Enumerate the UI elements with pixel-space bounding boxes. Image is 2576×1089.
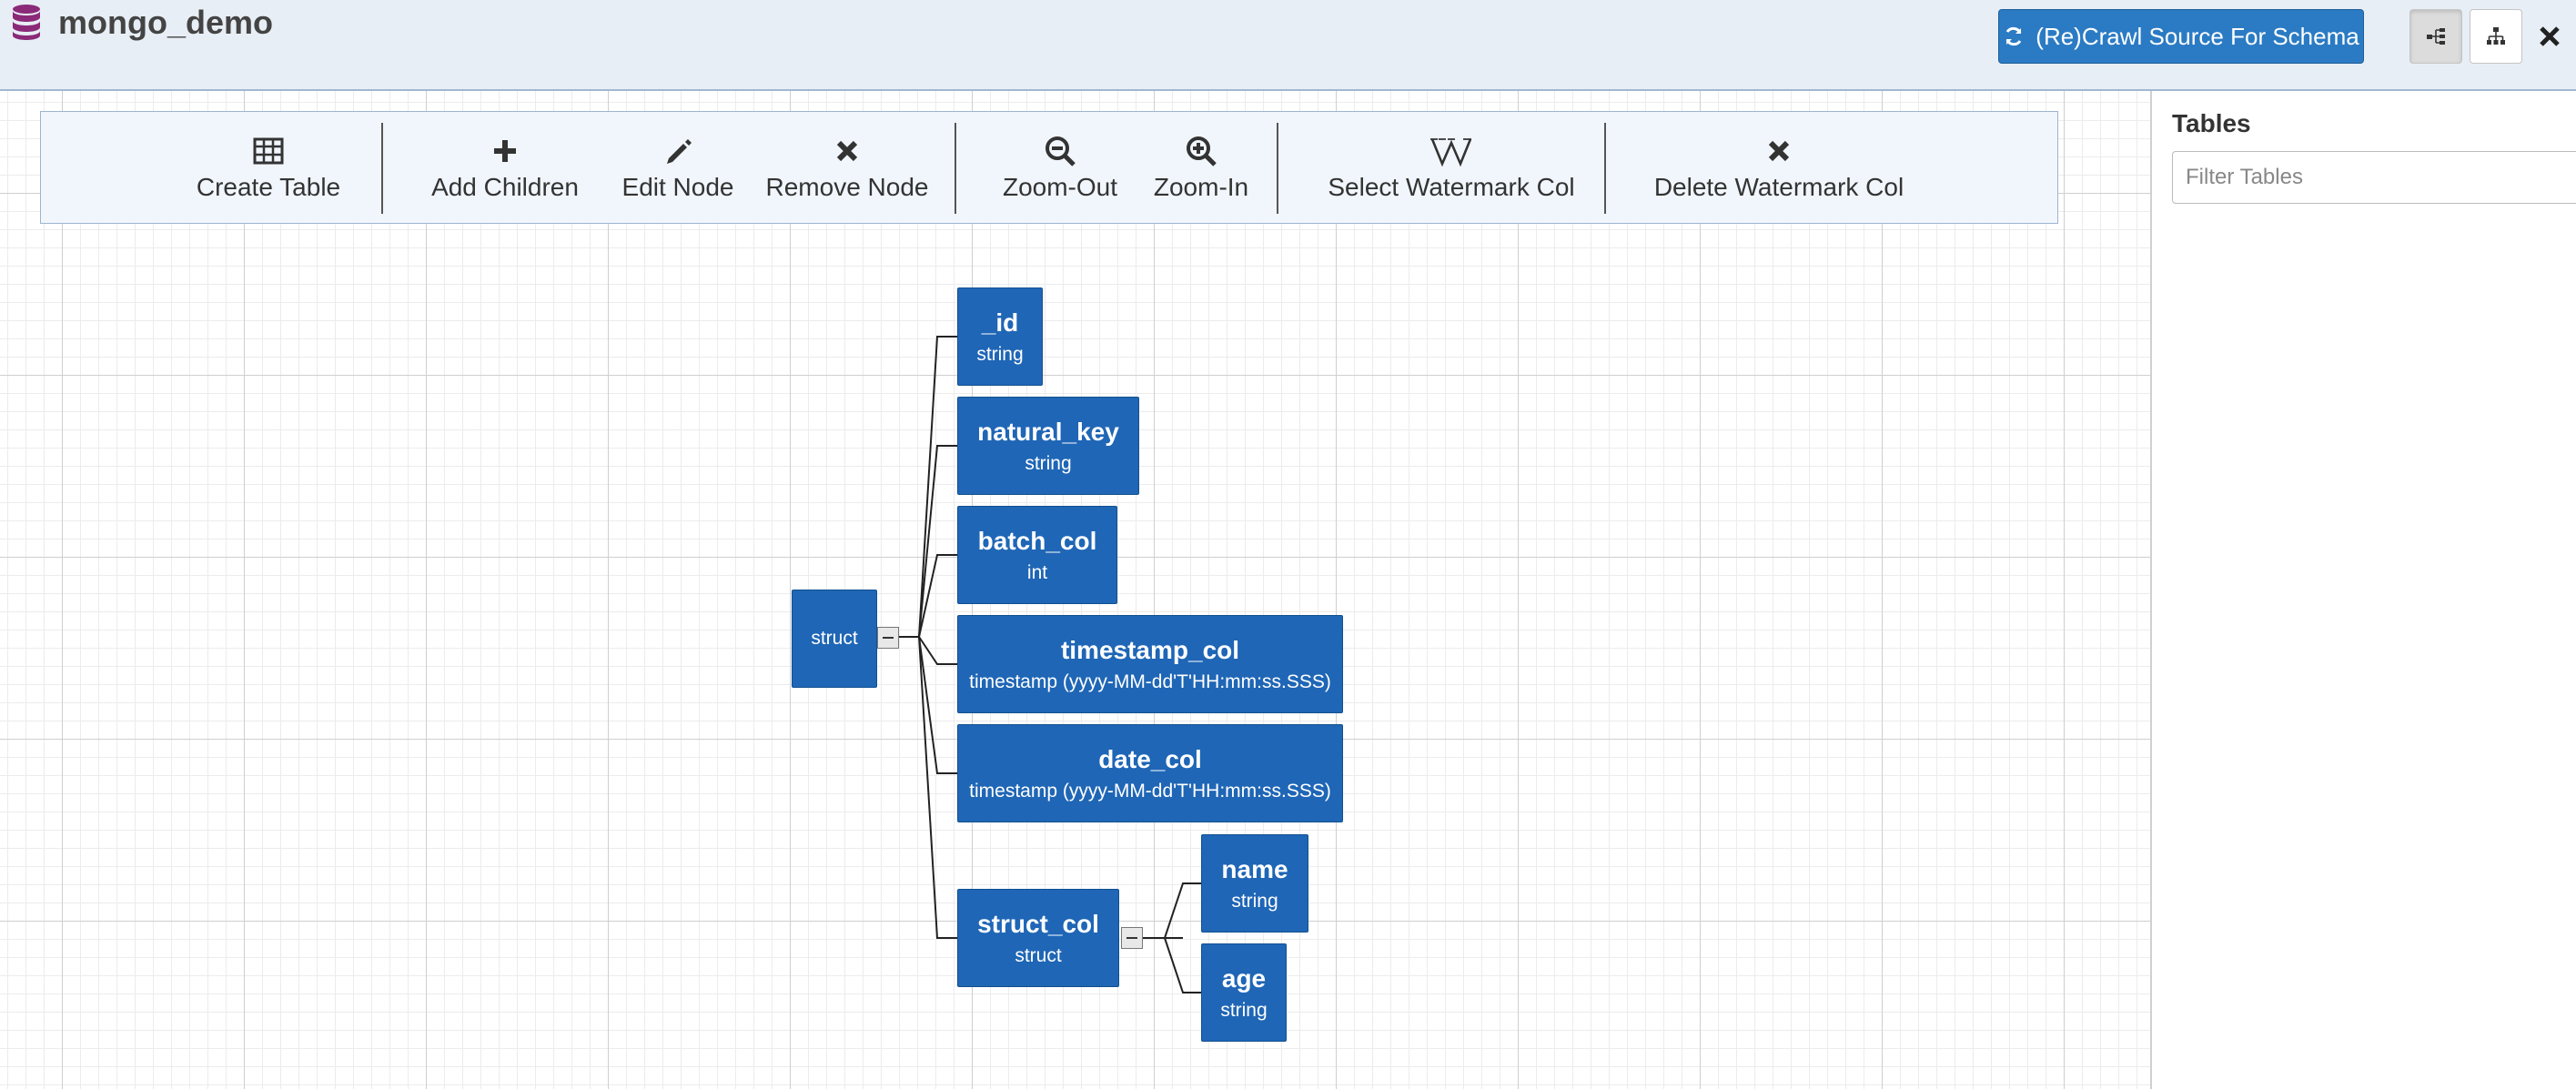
toolbar-divider [1604, 123, 1606, 214]
node-type: int [1026, 562, 1048, 583]
delete-watermark-col-button[interactable]: Delete Watermark Col [1633, 112, 1924, 223]
field-node-name[interactable]: name string [1201, 834, 1308, 933]
page-title: mongo_demo [58, 4, 274, 41]
zoom-in-icon [1187, 136, 1217, 166]
vertical-tree-view-button[interactable] [2470, 9, 2522, 64]
field-node-id[interactable]: _id string [957, 287, 1043, 386]
schema-toolbar: Create Table Add Children Edit Node Remo… [40, 111, 2058, 224]
field-node-struct-col[interactable]: struct_col struct [957, 889, 1119, 987]
node-name: date_col [1098, 745, 1202, 773]
delete-watermark-col-label: Delete Watermark Col [1653, 173, 1904, 201]
tables-panel: Tables [2150, 91, 2576, 1089]
zoom-in-label: Zoom-In [1153, 173, 1249, 201]
node-name: struct_col [977, 910, 1099, 938]
recrawl-button[interactable]: (Re)Crawl Source For Schema [1998, 9, 2364, 64]
node-type: struct [811, 628, 858, 649]
node-type: timestamp (yyyy-MM-dd'T'HH:mm:ss.SSS) [969, 781, 1331, 802]
node-type: struct [1015, 945, 1062, 966]
root-struct-node[interactable]: struct [792, 590, 877, 688]
vertical-tree-icon [2487, 27, 2505, 45]
field-node-natural-key[interactable]: natural_key string [957, 397, 1139, 495]
field-node-batch-col[interactable]: batch_col int [957, 506, 1117, 604]
database-icon [13, 5, 40, 40]
node-name: timestamp_col [1060, 636, 1240, 664]
select-watermark-col-button[interactable]: Select Watermark Col [1306, 112, 1597, 223]
create-table-label: Create Table [196, 173, 341, 201]
pencil-icon [667, 139, 692, 164]
node-type: string [976, 344, 1024, 365]
table-icon [253, 137, 284, 165]
node-name: _id [981, 308, 1019, 337]
edit-node-label: Edit Node [621, 173, 734, 201]
create-table-button[interactable]: Create Table [177, 112, 359, 223]
close-icon [2540, 26, 2560, 46]
field-node-timestamp-col[interactable]: timestamp_col timestamp (yyyy-MM-dd'T'HH… [957, 615, 1343, 713]
toolbar-divider [1277, 123, 1278, 214]
node-name: batch_col [977, 527, 1097, 555]
edit-node-button[interactable]: Edit Node [605, 112, 751, 223]
select-watermark-col-label: Select Watermark Col [1328, 173, 1575, 201]
field-node-age[interactable]: age string [1201, 943, 1287, 1042]
schema-canvas[interactable]: Create Table Add Children Edit Node Remo… [0, 91, 2150, 1089]
node-type: string [1220, 1000, 1268, 1021]
refresh-icon [2005, 26, 2022, 46]
tables-title: Tables [2172, 109, 2251, 137]
add-children-button[interactable]: Add Children [414, 112, 596, 223]
node-type: timestamp (yyyy-MM-dd'T'HH:mm:ss.SSS) [969, 671, 1331, 692]
node-name: name [1221, 855, 1288, 883]
node-type: string [1025, 453, 1072, 474]
struct-col-collapse-toggle[interactable] [1121, 927, 1143, 949]
toolbar-divider [955, 123, 956, 214]
node-name: age [1221, 964, 1267, 993]
add-children-label: Add Children [431, 173, 579, 201]
filter-tables-input[interactable] [2172, 151, 2576, 204]
recrawl-label: (Re)Crawl Source For Schema [2036, 22, 2359, 50]
zoom-in-button[interactable]: Zoom-In [1133, 112, 1269, 223]
tree-connectors [877, 336, 1201, 993]
zoom-out-icon [1046, 136, 1076, 166]
node-type: string [1231, 891, 1278, 912]
horizontal-tree-icon [2427, 28, 2445, 45]
zoom-out-button[interactable]: Zoom-Out [987, 112, 1133, 223]
schema-tree: struct _id string natural_key string bat… [0, 91, 2150, 1089]
wikipedia-w-icon [1430, 138, 1472, 166]
remove-node-label: Remove Node [765, 173, 929, 201]
field-node-date-col[interactable]: date_col timestamp (yyyy-MM-dd'T'HH:mm:s… [957, 724, 1343, 822]
app-header: mongo_demo (Re)Crawl Source For Schema [0, 0, 2576, 91]
zoom-out-label: Zoom-Out [1002, 173, 1118, 201]
remove-icon [836, 140, 858, 162]
remove-node-button[interactable]: Remove Node [756, 112, 938, 223]
root-collapse-toggle[interactable] [877, 627, 899, 649]
plus-icon [494, 140, 516, 162]
toolbar-divider [381, 123, 383, 214]
close-button[interactable] [2533, 16, 2566, 56]
horizontal-tree-view-button[interactable] [2409, 9, 2462, 64]
node-name: natural_key [977, 418, 1119, 446]
remove-icon [1768, 140, 1790, 162]
